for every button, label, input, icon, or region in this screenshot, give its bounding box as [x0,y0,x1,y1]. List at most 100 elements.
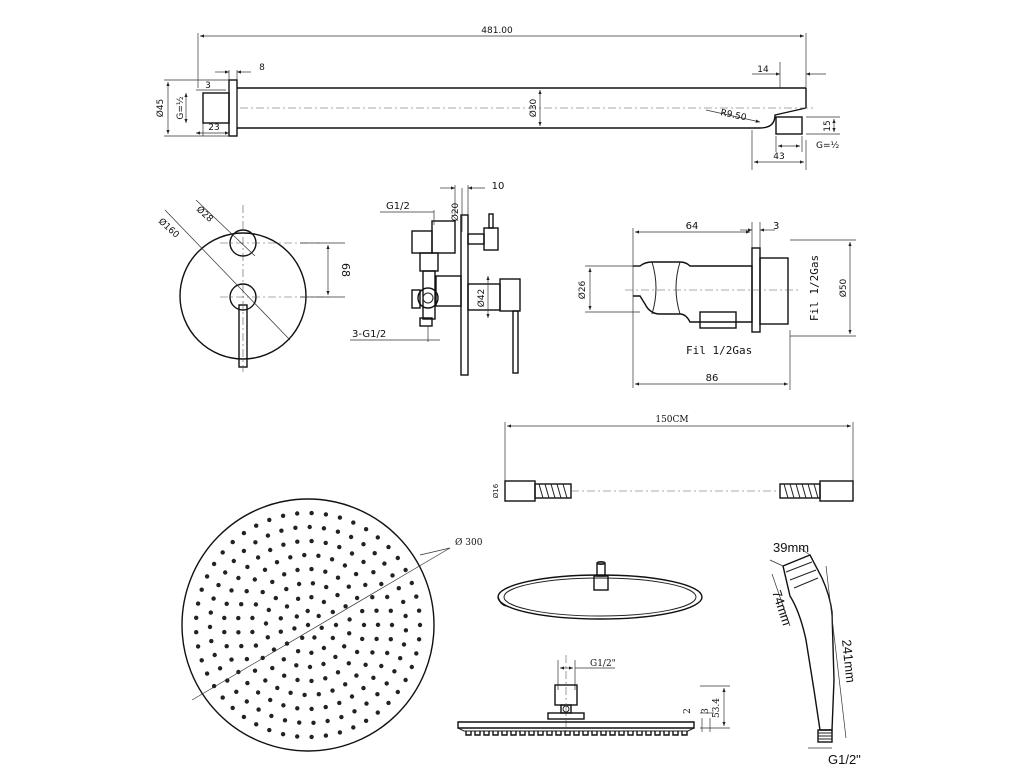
nozzle-dot [316,692,321,697]
nozzle-dot [270,579,275,585]
nozzle-dot [389,622,395,628]
nozzle-dot [280,513,286,518]
nozzle-dot [342,563,348,568]
nozzle-dot [199,658,204,663]
holder-thread-side-label: Fil 1/2Gas [808,255,821,321]
nozzle-dot [295,649,301,654]
nozzle-dot [204,574,210,579]
nozzle-dot [379,581,384,587]
nozzle-dot [211,596,216,601]
valve-front-drawing: Ø160 Ø28 68 [156,199,352,372]
nozzle-dot [346,584,351,589]
hs-w74-label: 74mm [769,588,794,627]
nozzle-dot [282,673,287,678]
nozzle-dot [256,707,261,712]
nozzle-dot [375,692,380,697]
nozzle-dot [199,587,204,592]
nozzle-dot [351,725,356,730]
nozzle-dot [309,734,314,740]
nozzle-dot [244,656,250,662]
nozzle-dot [316,613,321,619]
head-dia300-label: Ø 300 [455,537,483,548]
nozzle-dot [255,690,261,695]
nozzle-dot [216,582,221,588]
nozzle-dot [372,551,377,556]
nozzle-dot [337,700,342,706]
nozzle-dot [310,581,316,586]
nozzle-dot [297,720,302,725]
nozzle-dot [239,602,244,607]
nozzle-dot [222,615,227,621]
head-h2-label: 2 [683,708,693,714]
nozzle-dot [263,621,269,626]
holder-len86-label: 86 [706,373,719,384]
nozzle-dot [309,595,314,600]
nozzle-dot [294,614,299,619]
valve-inlet-label: 3-G1/2 [352,329,386,340]
nozzle-dot [323,512,329,517]
nozzle-dot [375,622,381,627]
nozzle-dot [371,570,376,575]
nozzle-dot [401,599,406,605]
nozzle-dot [323,704,328,710]
nozzle-dot [224,601,229,606]
shower-head-front-drawing: Ø 300 [181,498,483,752]
nozzle-dot [262,567,268,572]
nozzle-dot [266,607,271,613]
nozzle-dot [363,662,368,667]
nozzle-dot [337,730,343,735]
nozzle-dot [244,699,249,704]
nozzle-dot [292,626,297,631]
nozzle-dot [386,700,391,706]
nozzle-dot [284,586,289,592]
nozzle-dot [361,559,366,565]
nozzle-dot [288,555,293,560]
nozzle-dot [253,540,258,545]
holder-thread-bottom-label: Fil 1/2Gas [686,344,752,357]
nozzle-dot [330,688,335,693]
holder-dia26-label: Ø26 [577,280,588,299]
nozzle-dot [284,641,290,646]
nozzle-dot [274,560,280,565]
nozzle-dot [346,661,351,666]
hs-thread-label: G1/2" [828,752,861,767]
head-h3-label: 3 [701,708,711,714]
arm-offset-label: 3 [205,81,211,91]
nozzle-dot [414,651,419,656]
nozzle-dot [295,511,300,516]
nozzle-dot [254,722,259,727]
nozzle-dot [209,638,214,644]
nozzle-dot [302,552,307,558]
nozzle-grid [194,510,423,740]
shower-arm-drawing: 481.00 8 3 Ø45 G=½ 23 Ø30 R9.50 [155,26,840,170]
holder-dia50-label: Ø50 [838,278,849,297]
hs-w39-label: 39mm [773,540,809,555]
nozzle-dot [398,656,403,661]
nozzle-dot [282,718,288,723]
nozzle-dot [245,680,250,686]
valve-dia28-label: Ø28 [194,204,215,225]
nozzle-dot [270,665,275,671]
nozzle-dot [282,572,287,577]
nozzle-dot [260,589,265,595]
nozzle-dot [374,608,379,613]
nozzle-dot [392,669,397,674]
nozzle-dot [207,624,213,630]
head-h534-label: 53.4 [712,698,722,718]
nozzle-dot [275,685,280,691]
nozzle-dot [305,622,311,628]
nozzle-dot [309,650,314,655]
nozzle-dot [236,615,241,621]
nozzle-dot [241,548,247,554]
nozzle-dot [353,571,359,577]
arm-end14-label: 14 [757,65,769,75]
nozzle-dot [390,573,395,578]
nozzle-dot [349,551,355,556]
nozzle-dot [370,595,375,600]
shower-head-side-drawing: G1/2" 53.4 2 3 [457,655,730,736]
holder-len64-label: 64 [686,221,699,232]
nozzle-dot [323,540,328,546]
nozzle-dot [211,683,217,689]
holder-len3-label: 3 [773,221,779,232]
nozzle-dot [351,520,356,525]
